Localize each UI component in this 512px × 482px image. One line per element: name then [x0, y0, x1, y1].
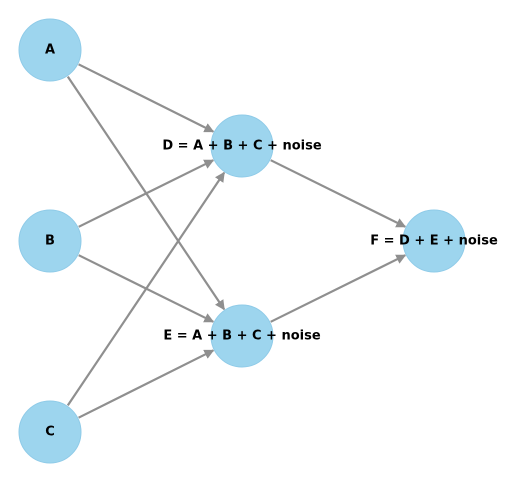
nodes-layer: A B C D = A + B + C + noise E = A + B + …	[18, 18, 498, 464]
edge-c-to-d	[66, 171, 226, 407]
edges-layer	[66, 63, 407, 419]
node-e-label: E = A + B + C + noise	[163, 329, 321, 344]
edge-d-to-f	[270, 159, 407, 228]
node-d-label: D = A + B + C + noise	[162, 139, 321, 154]
node-f-label: F = D + E + noise	[370, 234, 498, 249]
edge-e-to-f	[270, 254, 407, 323]
node-a-label: A	[45, 43, 55, 58]
node-c-label: C	[45, 425, 55, 440]
node-b-label: B	[45, 234, 55, 249]
node-f-circle	[402, 209, 466, 273]
node-a-circle	[18, 18, 82, 82]
node-f: F = D + E + noise	[370, 209, 498, 273]
node-b-circle	[18, 209, 82, 273]
node-d-circle	[210, 114, 274, 178]
edge-a-to-d	[78, 63, 215, 133]
node-d: D = A + B + C + noise	[162, 114, 322, 178]
node-c: C	[18, 400, 82, 464]
node-c-circle	[18, 400, 82, 464]
node-a: A	[18, 18, 82, 82]
node-e: E = A + B + C + noise	[163, 304, 321, 368]
edge-b-to-d	[78, 159, 215, 228]
edge-c-to-e	[78, 349, 215, 419]
node-b: B	[18, 209, 82, 273]
node-e-circle	[210, 304, 274, 368]
